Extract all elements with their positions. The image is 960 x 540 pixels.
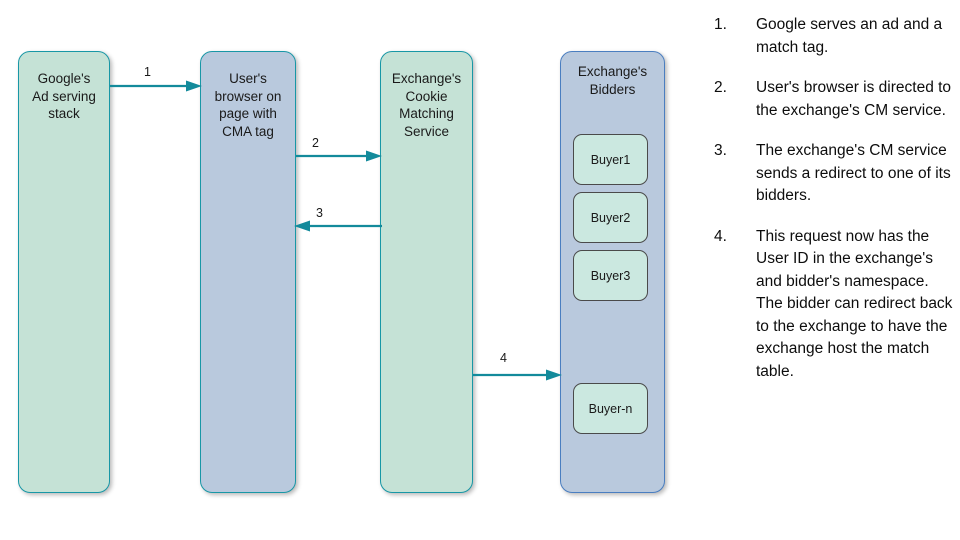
node-label: Google's Ad serving stack xyxy=(32,71,96,121)
node-label: Exchange's Bidders xyxy=(577,64,648,97)
list-item: 4. This request now has the User ID in t… xyxy=(714,226,954,384)
list-item: 2. User's browser is directed to the exc… xyxy=(714,77,954,122)
node-exchange-cookie-matching-service[interactable]: Exchange's Cookie Matching Service xyxy=(380,51,473,493)
buyer-box-1[interactable]: Buyer1 xyxy=(573,134,648,185)
arrow-2-label: 2 xyxy=(312,136,319,150)
arrow-4-right xyxy=(473,368,562,382)
step-number: 4. xyxy=(714,227,727,245)
list-item: 3. The exchange's CM service sends a red… xyxy=(714,140,954,208)
steps-list: 1. Google serves an ad and a match tag. … xyxy=(714,14,954,401)
arrow-1-right xyxy=(110,79,202,93)
list-item: 1. Google serves an ad and a match tag. xyxy=(714,14,954,59)
node-label: User's browser on page with CMA tag xyxy=(214,71,282,139)
step-number: 2. xyxy=(714,79,727,96)
buyer-box-n[interactable]: Buyer-n xyxy=(573,383,648,434)
step-number: 1. xyxy=(714,16,727,33)
step-number: 3. xyxy=(714,142,727,159)
arrow-4-label: 4 xyxy=(500,351,507,365)
node-label: Exchange's Cookie Matching Service xyxy=(391,71,462,139)
step-text: This request now has the User ID in the … xyxy=(756,227,953,380)
step-text: The exchange's CM service sends a redire… xyxy=(756,142,951,204)
buyer-box-3[interactable]: Buyer3 xyxy=(573,250,648,301)
arrow-3-left xyxy=(294,219,382,233)
arrow-1-label: 1 xyxy=(144,65,151,79)
step-text: User's browser is directed to the exchan… xyxy=(756,79,952,119)
step-text: Google serves an ad and a match tag. xyxy=(756,16,943,56)
arrow-2-right xyxy=(296,149,382,163)
buyer-box-2[interactable]: Buyer2 xyxy=(573,192,648,243)
node-user-browser[interactable]: User's browser on page with CMA tag xyxy=(200,51,296,493)
arrow-3-label: 3 xyxy=(316,206,323,220)
node-google-ad-serving-stack[interactable]: Google's Ad serving stack xyxy=(18,51,110,493)
